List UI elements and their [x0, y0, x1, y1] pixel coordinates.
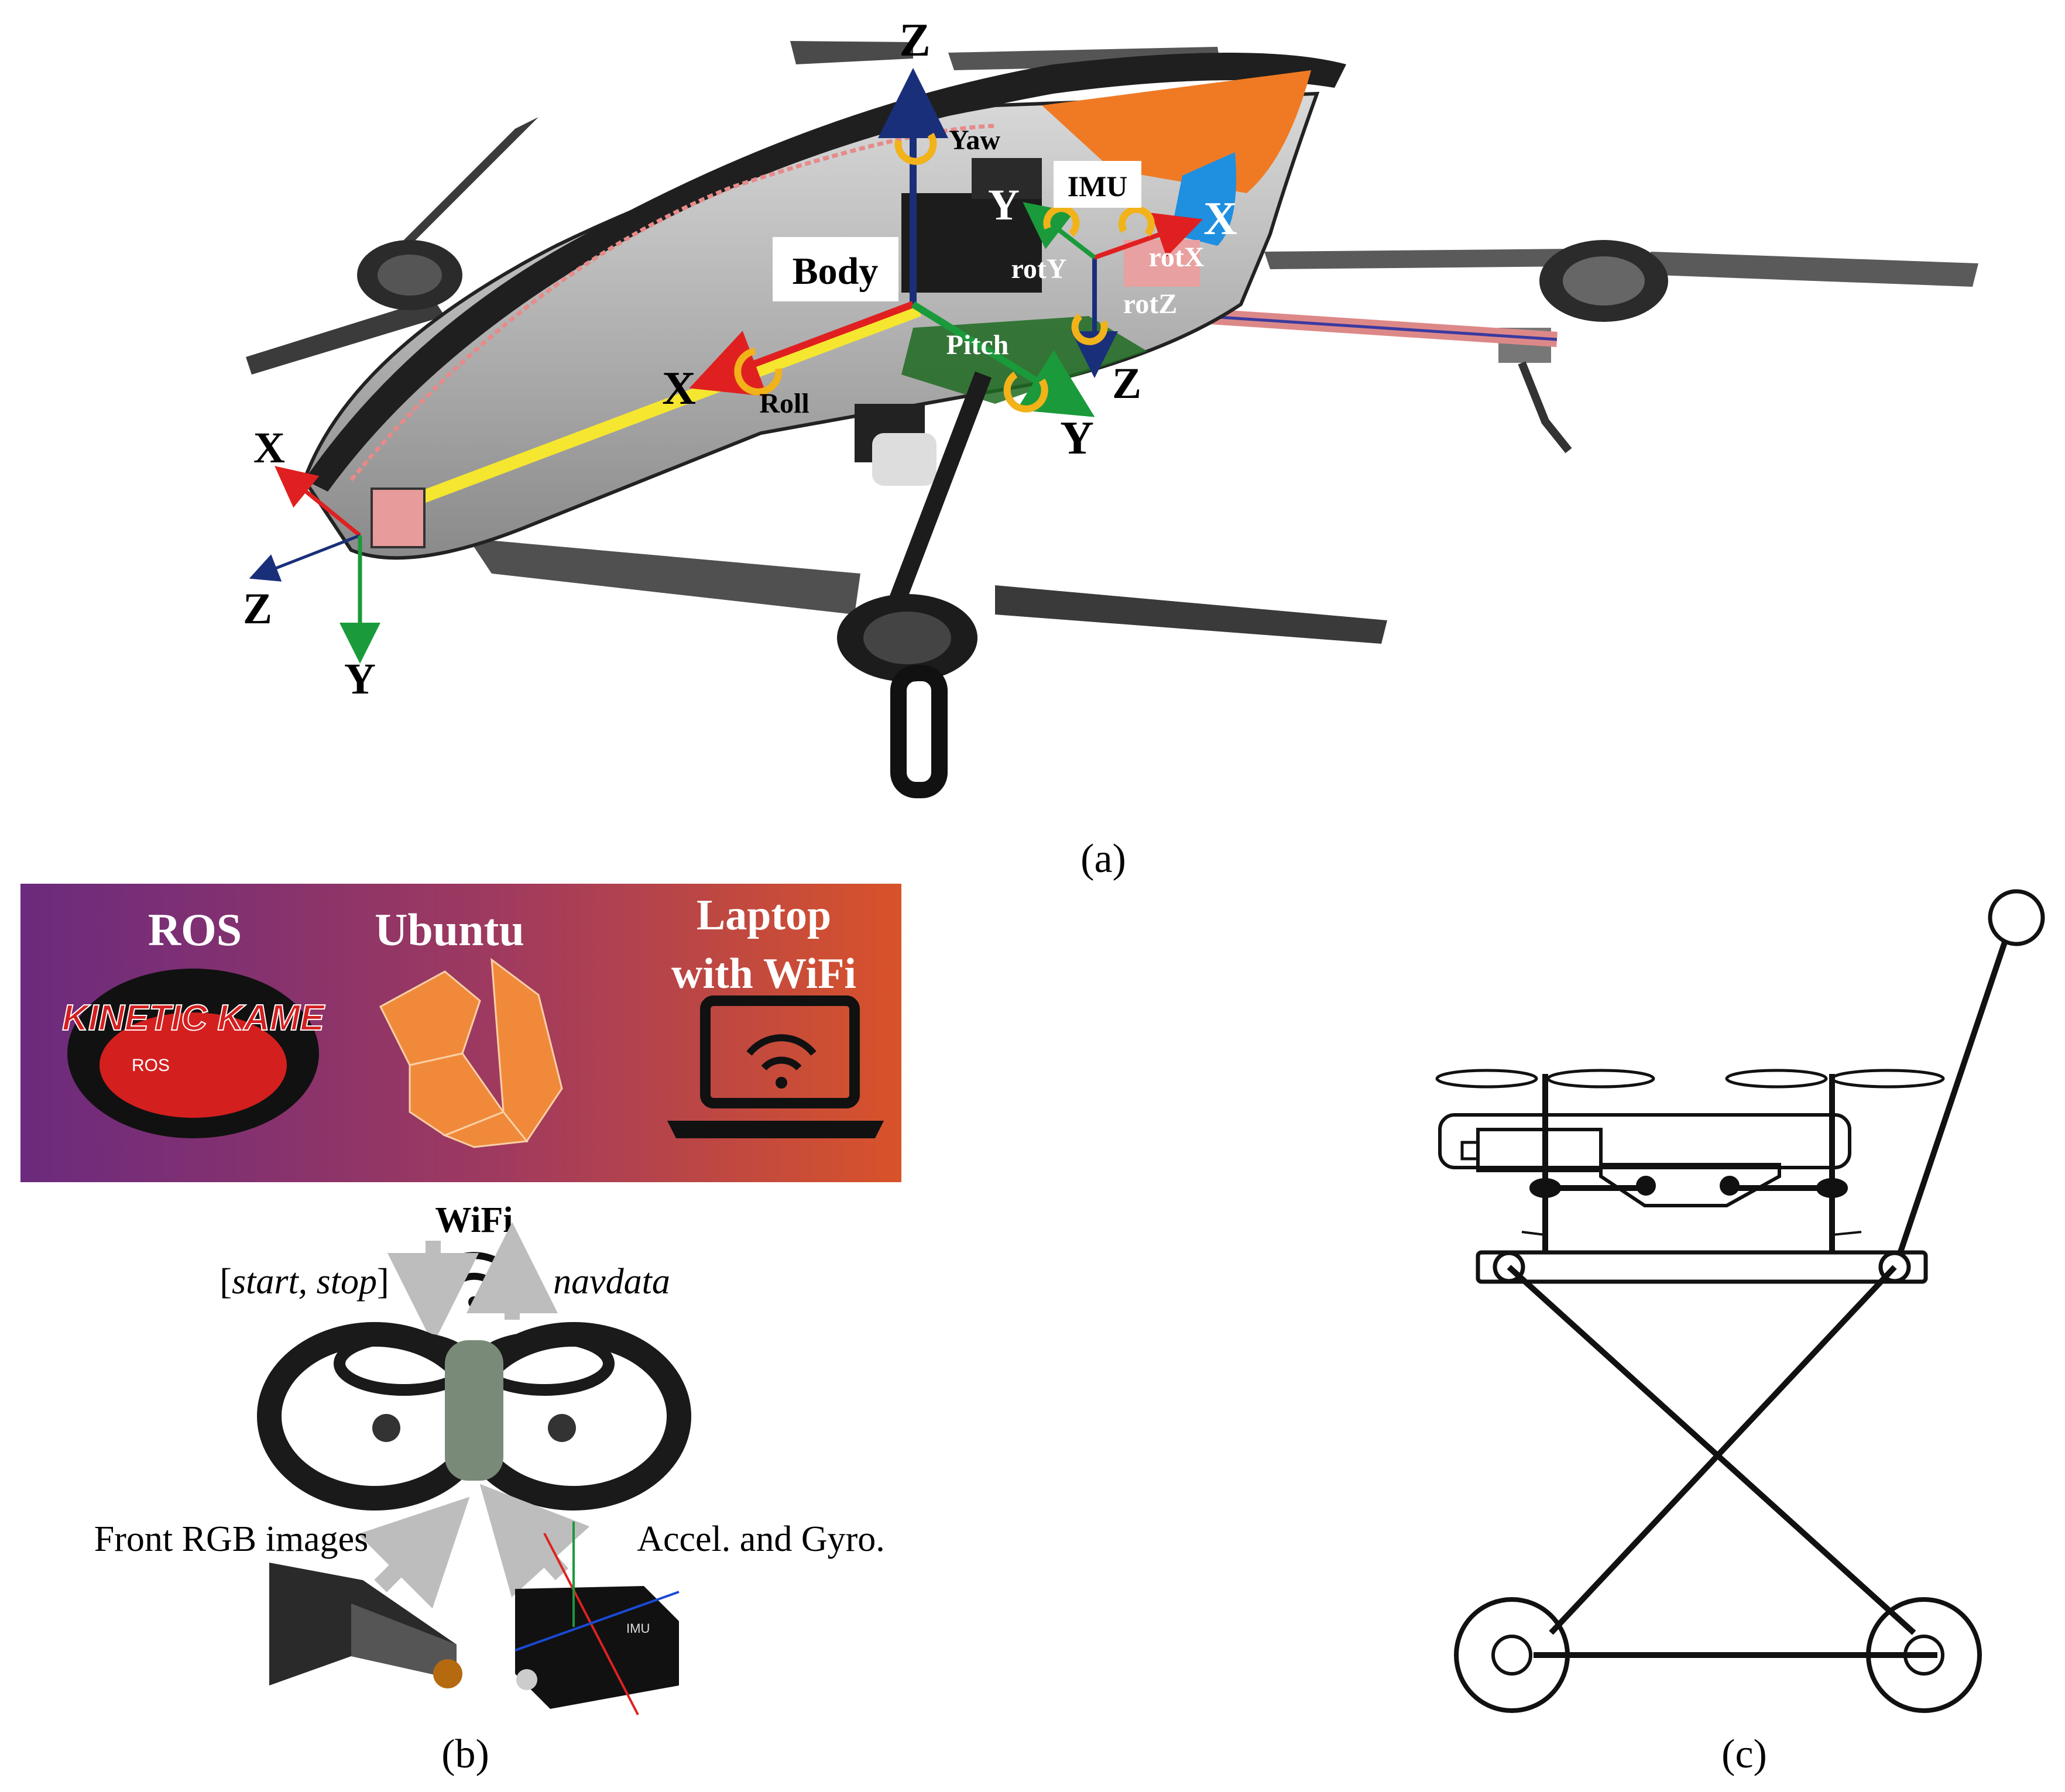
- front-rgb-label: Front RGB images: [94, 1519, 368, 1559]
- camera-x-axis: [275, 466, 362, 537]
- banner-laptop-title-2: with WiFi: [671, 950, 856, 998]
- camera-link: [419, 304, 921, 504]
- leg-1: [1507, 1265, 1916, 1635]
- hub-left: [1491, 1635, 1532, 1676]
- prop-4: [1830, 1069, 1945, 1089]
- imu-y-label: Y: [988, 181, 1020, 229]
- platform-c: [1476, 1250, 1928, 1284]
- panel-a: Body IMU Z X Y X Y Z X Z Y Yaw Roll Pitc…: [243, 15, 1978, 881]
- handle-c: [1896, 941, 2008, 1257]
- panel-b: ROS KINETIC KAME ROS Ubuntu Laptop with …: [20, 884, 901, 1777]
- panel-c: [1435, 889, 2045, 1713]
- imu-z-label: Z: [1112, 359, 1141, 408]
- imu-x-label: X: [1203, 193, 1237, 245]
- imu-label-box: [1054, 161, 1141, 208]
- rotx-arrow: [1118, 205, 1155, 237]
- joint-1: [1636, 1176, 1656, 1196]
- camera-module: [269, 1563, 462, 1688]
- joint-4: [1816, 1178, 1848, 1198]
- battery-box: [901, 193, 1042, 293]
- body-x-label: X: [662, 363, 696, 414]
- camera-y-label: Y: [344, 655, 376, 703]
- hull-rim: [304, 53, 1346, 492]
- front-leg: [881, 371, 992, 624]
- body-label: Body: [793, 250, 879, 293]
- camera-z-axis: [249, 534, 361, 582]
- imu-y-axis: [1023, 202, 1096, 260]
- ubuntu-kudu-icon: [379, 957, 563, 1148]
- yaw-label: Yaw: [949, 125, 1000, 156]
- body-y-axis: [911, 301, 1095, 417]
- roty-arrow: [1043, 205, 1080, 237]
- handle-knob-c: [1988, 889, 2045, 946]
- laptop-icon: [667, 995, 884, 1138]
- sonar: [872, 433, 937, 486]
- board-top: [972, 158, 1042, 199]
- nose-c: [1476, 1128, 1603, 1172]
- roty-label: rotY: [1011, 253, 1066, 284]
- pitch-arrow: [1003, 372, 1048, 413]
- imu-box-text: IMU: [626, 1621, 650, 1636]
- camera-arrow: [358, 1496, 470, 1609]
- sticker-ros-text: ROS: [132, 1056, 170, 1075]
- rotz-arrow: [1071, 313, 1108, 345]
- motor-left: [357, 240, 462, 310]
- wheel-right: [1866, 1597, 1982, 1713]
- imu-x-axis: [1093, 212, 1203, 260]
- camera-x-label: X: [253, 424, 285, 472]
- platform-pivot-left: [1493, 1251, 1525, 1283]
- caption-b: (b): [441, 1732, 489, 1777]
- rotation-arrows: [734, 132, 1155, 413]
- navdata-label: navdata: [553, 1262, 670, 1302]
- roll-label: Roll: [759, 388, 809, 419]
- pitch-label: Pitch: [946, 329, 1009, 361]
- roll-arrow: [734, 348, 783, 396]
- commands-label: [start, stop]: [219, 1262, 389, 1302]
- hub-right: [1903, 1635, 1944, 1676]
- imu-label: IMU: [1068, 170, 1128, 202]
- caption-c: (c): [1721, 1732, 1767, 1777]
- propellers-a: [246, 41, 1978, 644]
- body-label-box: [773, 237, 898, 301]
- body-z-label: Z: [899, 15, 930, 66]
- sticker-text: KINETIC KAME: [62, 998, 325, 1038]
- kinetic-kame-sticker: KINETIC KAME ROS: [61, 969, 326, 1138]
- drone-body-c: [1438, 1113, 1851, 1169]
- joint-2: [1720, 1176, 1740, 1196]
- prop-2: [1546, 1069, 1655, 1089]
- wheel-left: [1454, 1597, 1570, 1713]
- ar-drone-topview: [257, 1322, 691, 1511]
- bottom-motor: [837, 594, 977, 798]
- caption-a: (a): [1080, 836, 1126, 881]
- prop-3: [1725, 1069, 1828, 1089]
- landing-legs-c: [1521, 1231, 1862, 1252]
- front-camera: [371, 488, 426, 548]
- rotz-label: rotZ: [1123, 289, 1177, 320]
- imu-module: IMU: [514, 1522, 680, 1715]
- camera-z-label: Z: [243, 585, 272, 633]
- body-y-label: Y: [1060, 413, 1094, 464]
- joint-3: [1529, 1178, 1561, 1198]
- banner-ubuntu-title: Ubuntu: [375, 904, 524, 955]
- wifi-label: WiFi: [435, 1200, 513, 1240]
- yaw-arrow: [894, 132, 937, 165]
- wifi-icon: [436, 1252, 512, 1308]
- banner-laptop-title-1: Laptop: [697, 891, 831, 939]
- platform-pivot-right: [1878, 1251, 1911, 1283]
- hull-bottom-c: [1599, 1163, 1781, 1207]
- prop-1: [1435, 1069, 1538, 1089]
- leg-2: [1549, 1265, 1897, 1635]
- nose-cam-c: [1460, 1141, 1480, 1161]
- accel-gyro-label: Accel. and Gyro.: [637, 1519, 885, 1559]
- motor-right: [1498, 240, 1668, 454]
- banner-ros-title: ROS: [148, 904, 242, 955]
- imu-arrow: [479, 1484, 590, 1598]
- rotx-label: rotX: [1148, 242, 1204, 273]
